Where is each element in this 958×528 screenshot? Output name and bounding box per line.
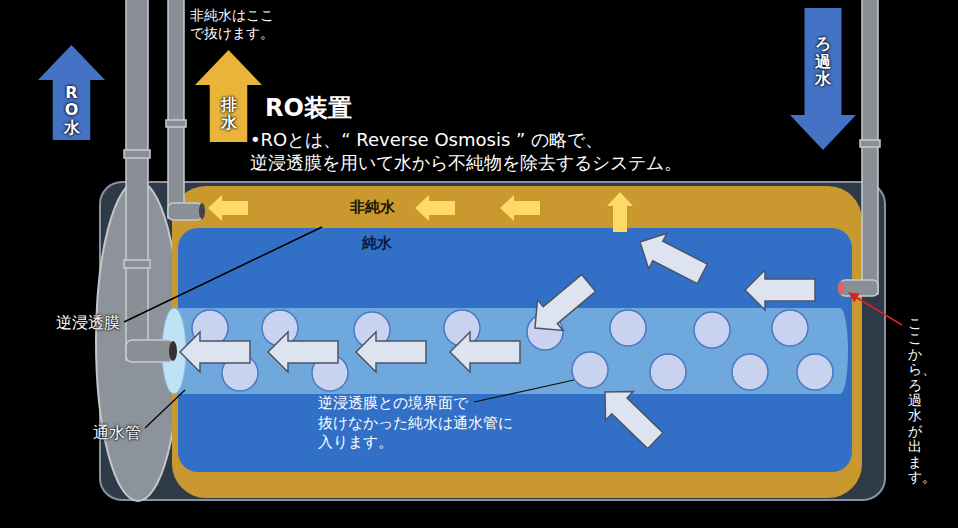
membrane-label: 逆浸透膜 (56, 313, 120, 334)
tube-label: 通水管 (93, 423, 141, 444)
filter-outlet (838, 281, 844, 295)
arrow-shape (38, 45, 105, 140)
impure-water-band: 非純水純水 (172, 186, 862, 498)
filtered-water-arrow: ろ過水 (790, 8, 856, 150)
impure-band (172, 186, 862, 498)
leader-line (145, 390, 185, 428)
arrow-text-box: RO水 (38, 80, 105, 140)
outlet-note: ここから、ろ過水が出ます。 (908, 316, 922, 485)
water-tube (172, 308, 840, 394)
leader-line (124, 227, 322, 322)
ro-water-arrow: RO水 (38, 45, 105, 140)
drain-arrow: 排水 (195, 50, 262, 142)
tube-end (832, 308, 848, 394)
region-label: 純水 (362, 234, 392, 253)
pure-water-region: 純水 (178, 228, 852, 472)
particles (192, 310, 833, 391)
region-label: 非純水 (350, 198, 395, 217)
arrow-shape (195, 50, 262, 142)
drain-note: 非純水はここ で抜けます。 (190, 6, 300, 42)
description: •ROとは、“ Reverse Osmosis ” の略で、 逆浸透膜を用いて水… (250, 128, 710, 175)
boundary-note: 逆浸透膜との境界面で 抜けなかった純水は通水管に 入ります。 (318, 394, 533, 453)
arrow-label: 排水 (221, 96, 237, 131)
pipes (124, 0, 880, 362)
housing (100, 182, 885, 500)
ro-outlet (169, 341, 177, 361)
arrow-label: ろ過水 (815, 35, 831, 88)
flow-arrows (180, 224, 815, 455)
pointer-arrow (849, 293, 902, 325)
title: RO装置 (265, 92, 352, 124)
drain-inlet (199, 203, 205, 219)
arrow-label: RO水 (64, 84, 80, 137)
arrow-text-box: ろ過水 (790, 8, 856, 115)
leader-line (474, 380, 574, 402)
arrow-shape (790, 8, 856, 150)
drain-flow-arrows (208, 192, 633, 232)
